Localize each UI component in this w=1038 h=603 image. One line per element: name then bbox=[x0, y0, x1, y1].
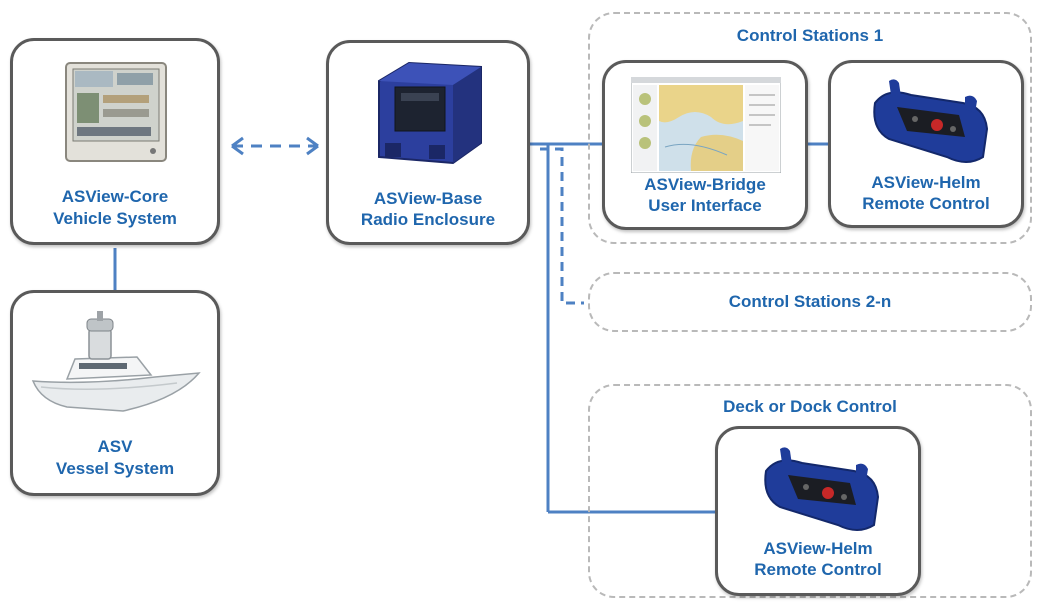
asview-base-node: ASView-Base Radio Enclosure bbox=[326, 40, 530, 245]
asview-base-line2: Radio Enclosure bbox=[360, 210, 496, 229]
asview-helm-2-line2: Remote Control bbox=[754, 560, 882, 579]
control-stations-1-label: Control Stations 1 bbox=[736, 26, 884, 45]
control-stations-1-group bbox=[588, 12, 1032, 244]
chart-display-icon bbox=[631, 77, 781, 173]
deck-dock-control-group bbox=[588, 384, 1032, 598]
asview-bridge-line1: ASView-Bridge bbox=[644, 175, 766, 194]
asview-base-line1: ASView-Base bbox=[373, 189, 483, 208]
asview-bridge-line2: User Interface bbox=[648, 196, 762, 215]
asview-helm-1-line1: ASView-Helm bbox=[871, 173, 981, 192]
control-stations-2n-group bbox=[588, 272, 1032, 332]
remote-control-icon bbox=[873, 79, 989, 163]
asv-vessel-line2: Vessel System bbox=[55, 459, 175, 478]
asview-helm-2-line1: ASView-Helm bbox=[763, 539, 873, 558]
control-stations-2n-label: Control Stations 2-n bbox=[728, 292, 892, 311]
asview-core-node: ASView-Core Vehicle System bbox=[10, 38, 220, 245]
deck-dock-control-label: Deck or Dock Control bbox=[723, 397, 897, 416]
asview-core-line2: Vehicle System bbox=[53, 209, 177, 228]
asview-core-line1: ASView-Core bbox=[61, 187, 169, 206]
asview-helm-1-line2: Remote Control bbox=[862, 194, 990, 213]
remote-control-icon bbox=[764, 447, 880, 531]
asview-helm-node-2: ASView-Helm Remote Control bbox=[715, 426, 921, 596]
asview-bridge-node: ASView-Bridge User Interface bbox=[602, 60, 808, 230]
vessel-icon bbox=[31, 311, 201, 412]
arrowhead-right-icon bbox=[306, 136, 319, 156]
asview-helm-node-1: ASView-Helm Remote Control bbox=[828, 60, 1024, 228]
radio-enclosure-icon bbox=[378, 61, 482, 165]
stations-2n-dashed-link bbox=[540, 147, 584, 305]
asv-vessel-node: ASV Vessel System bbox=[10, 290, 220, 496]
control-cabinet-icon bbox=[65, 62, 167, 162]
arrowhead-left-icon bbox=[231, 136, 244, 156]
asv-vessel-line1: ASV bbox=[97, 437, 133, 456]
